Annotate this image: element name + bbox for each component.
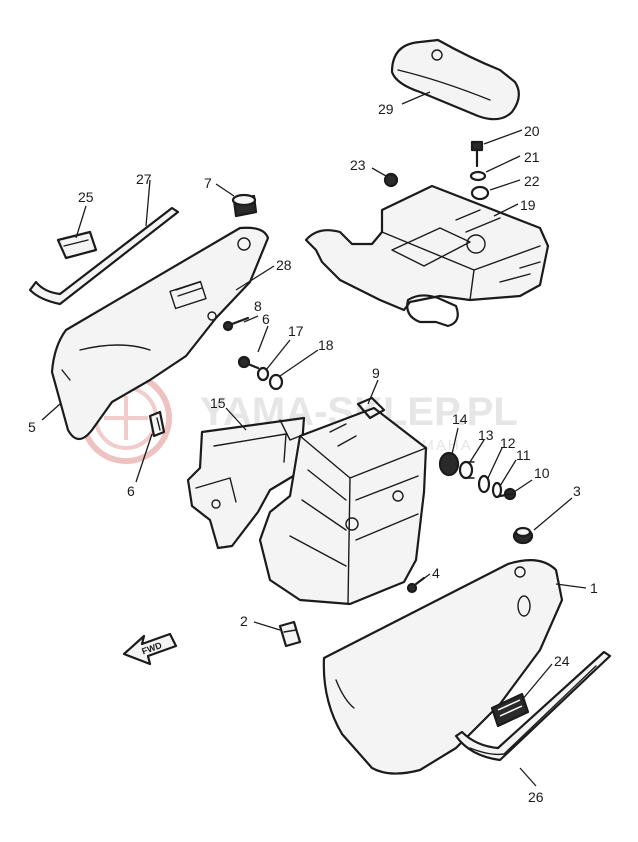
fastener-22-grommet <box>470 185 490 201</box>
callout-13: 13 <box>478 427 494 443</box>
part-9-box <box>258 396 428 606</box>
callout-17: 17 <box>288 323 304 339</box>
fastener-11-washer <box>491 481 503 499</box>
callout-28: 28 <box>276 257 292 273</box>
callout-6-upper: 6 <box>262 311 270 327</box>
part-7-grommet <box>231 193 258 218</box>
callout-3: 3 <box>573 483 581 499</box>
fastener-20-bolt <box>470 140 484 168</box>
part-1-right-cover <box>322 559 564 775</box>
callout-2: 2 <box>240 613 248 629</box>
callout-22: 22 <box>524 173 540 189</box>
callout-7: 7 <box>204 175 212 191</box>
fastener-6-bolt <box>237 355 260 370</box>
fastener-14-spacer <box>438 451 460 477</box>
part-24-emblem <box>490 692 530 728</box>
callout-8: 8 <box>254 298 262 314</box>
part-25-emblem <box>56 230 98 260</box>
callout-5: 5 <box>28 419 36 435</box>
callout-numbers: 1 2 3 4 5 6 6 7 8 9 10 11 12 13 14 15 17… <box>28 101 598 805</box>
callout-21: 21 <box>524 149 540 165</box>
part-6-clip <box>148 410 166 438</box>
callout-1: 1 <box>590 580 598 596</box>
part-2-clip <box>278 620 302 648</box>
fastener-10-bolt <box>498 487 517 501</box>
callout-27: 27 <box>136 171 152 187</box>
callout-10: 10 <box>534 465 550 481</box>
callout-29: 29 <box>378 101 394 117</box>
callout-6-lower: 6 <box>127 483 135 499</box>
callout-15: 15 <box>210 395 226 411</box>
fastener-12-washer <box>477 474 491 494</box>
callout-4: 4 <box>432 565 440 581</box>
callout-18: 18 <box>318 337 334 353</box>
callout-9: 9 <box>372 365 380 381</box>
callout-24: 24 <box>554 653 570 669</box>
leader-lines <box>41 91 587 787</box>
fastener-17-washer <box>256 366 270 382</box>
callout-23: 23 <box>350 157 366 173</box>
fastener-23-nut <box>383 172 399 188</box>
part-19-tray <box>304 184 550 328</box>
part-26-strip <box>454 650 612 762</box>
callout-11: 11 <box>516 447 531 463</box>
forward-arrow-icon: FWD <box>122 632 178 666</box>
part-5-left-cover <box>50 226 270 441</box>
fastener-13-collar <box>458 460 475 480</box>
callout-19: 19 <box>520 197 536 213</box>
part-8-screw <box>222 316 250 332</box>
callout-25: 25 <box>78 189 94 205</box>
callout-20: 20 <box>524 123 540 139</box>
callout-14: 14 <box>452 411 468 427</box>
callout-26: 26 <box>528 789 544 805</box>
callout-12: 12 <box>500 435 516 451</box>
part-27-strip <box>28 206 180 306</box>
part-3-grommet <box>512 526 534 545</box>
fastener-21-washer <box>469 170 487 182</box>
fastener-18-collar <box>268 373 284 391</box>
part-29-pad <box>390 38 520 121</box>
